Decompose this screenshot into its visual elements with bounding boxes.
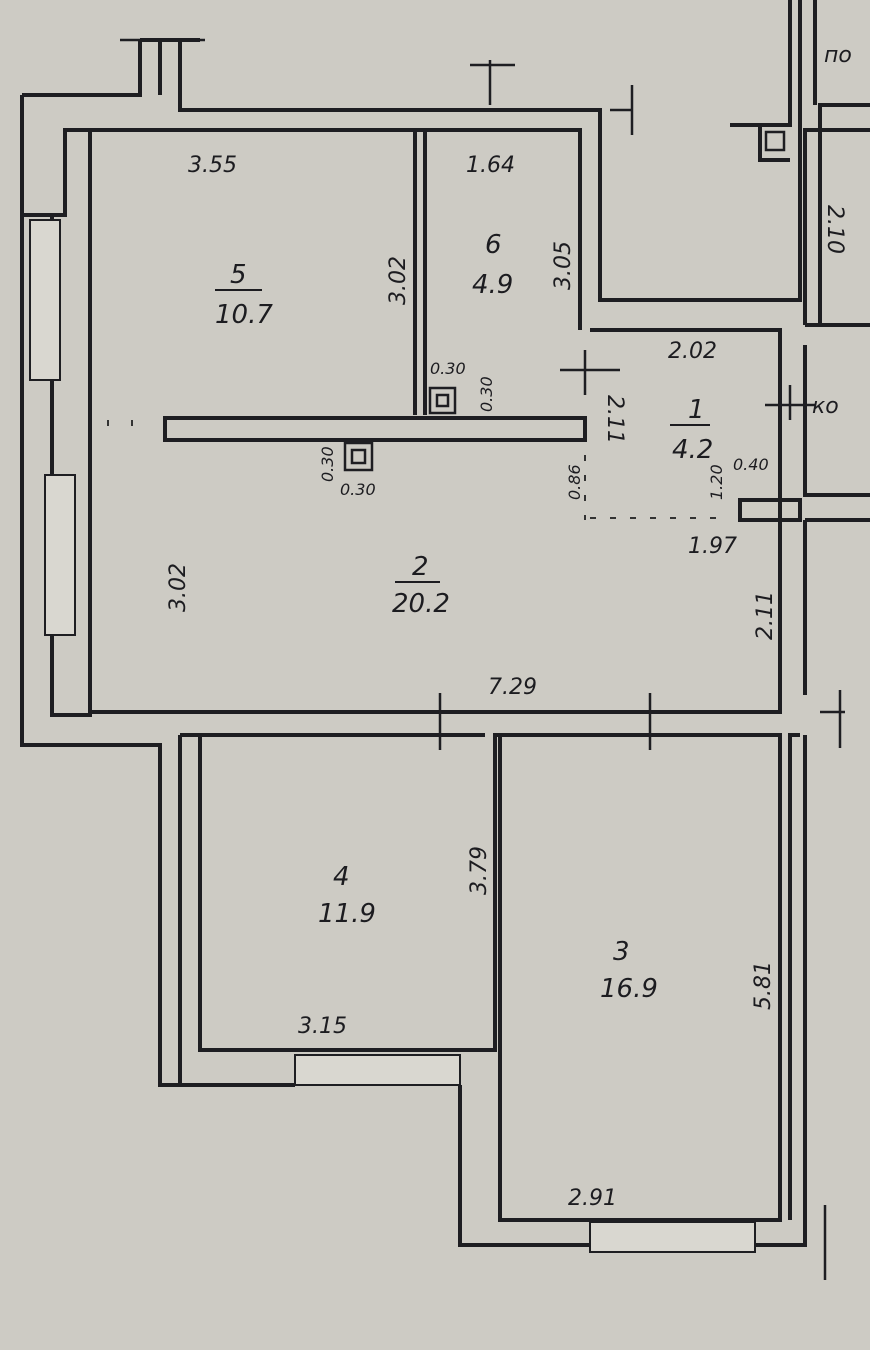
svg-text:1.64: 1.64 xyxy=(466,153,515,178)
svg-text:1.97: 1.97 xyxy=(688,534,737,559)
svg-text:2.11: 2.11 xyxy=(602,395,627,444)
svg-text:4: 4 xyxy=(333,862,350,892)
dimensions: 3.55 3.02 1.64 3.05 0.30 0.30 0.30 0.30 … xyxy=(166,43,852,1211)
svg-text:4.2: 4.2 xyxy=(672,435,713,465)
room-5: 5 10.7 xyxy=(215,260,273,330)
window-room2 xyxy=(44,474,76,636)
svg-text:0.30: 0.30 xyxy=(477,376,496,412)
svg-text:0.40: 0.40 xyxy=(733,455,769,474)
room-6: 6 4.9 xyxy=(472,230,513,300)
svg-text:3.15: 3.15 xyxy=(298,1014,347,1039)
svg-text:0.30: 0.30 xyxy=(318,446,337,482)
windows xyxy=(29,219,756,1253)
svg-text:3.02: 3.02 xyxy=(166,563,191,612)
svg-text:16.9: 16.9 xyxy=(600,974,658,1004)
svg-text:2: 2 xyxy=(412,552,429,582)
svg-text:0.86: 0.86 xyxy=(565,464,584,500)
walls xyxy=(20,0,870,1280)
room-3: 3 16.9 xyxy=(600,937,658,1004)
svg-text:1.20: 1.20 xyxy=(707,464,726,500)
svg-text:3.55: 3.55 xyxy=(188,153,237,178)
room-1: 1 4.2 xyxy=(670,395,713,465)
svg-text:1: 1 xyxy=(688,395,705,425)
svg-text:10.7: 10.7 xyxy=(215,300,273,330)
svg-text:2.02: 2.02 xyxy=(668,339,717,364)
svg-text:5.81: 5.81 xyxy=(751,961,776,1010)
window-room3 xyxy=(589,1221,756,1253)
svg-text:0.30: 0.30 xyxy=(340,480,376,499)
room-4: 4 11.9 xyxy=(318,862,376,929)
svg-text:11.9: 11.9 xyxy=(318,899,376,929)
svg-text:3.79: 3.79 xyxy=(467,846,492,895)
svg-text:4.9: 4.9 xyxy=(472,270,513,300)
svg-text:3.02: 3.02 xyxy=(386,256,411,305)
svg-text:3: 3 xyxy=(613,937,630,967)
window-room4 xyxy=(294,1054,461,1086)
svg-text:7.29: 7.29 xyxy=(488,675,537,700)
svg-text:20.2: 20.2 xyxy=(392,589,450,619)
svg-text:6: 6 xyxy=(485,230,502,260)
svg-text:3.05: 3.05 xyxy=(551,241,576,290)
svg-text:2.11: 2.11 xyxy=(753,591,778,640)
svg-text:5: 5 xyxy=(230,260,247,290)
window-room5 xyxy=(29,219,61,381)
svg-text:0.30: 0.30 xyxy=(430,359,466,378)
svg-text:по: по xyxy=(824,43,852,68)
room-2: 2 20.2 xyxy=(392,552,450,619)
svg-text:2.91: 2.91 xyxy=(568,1186,617,1211)
svg-text:2.10: 2.10 xyxy=(822,205,847,254)
svg-text:ко: ко xyxy=(812,394,839,419)
